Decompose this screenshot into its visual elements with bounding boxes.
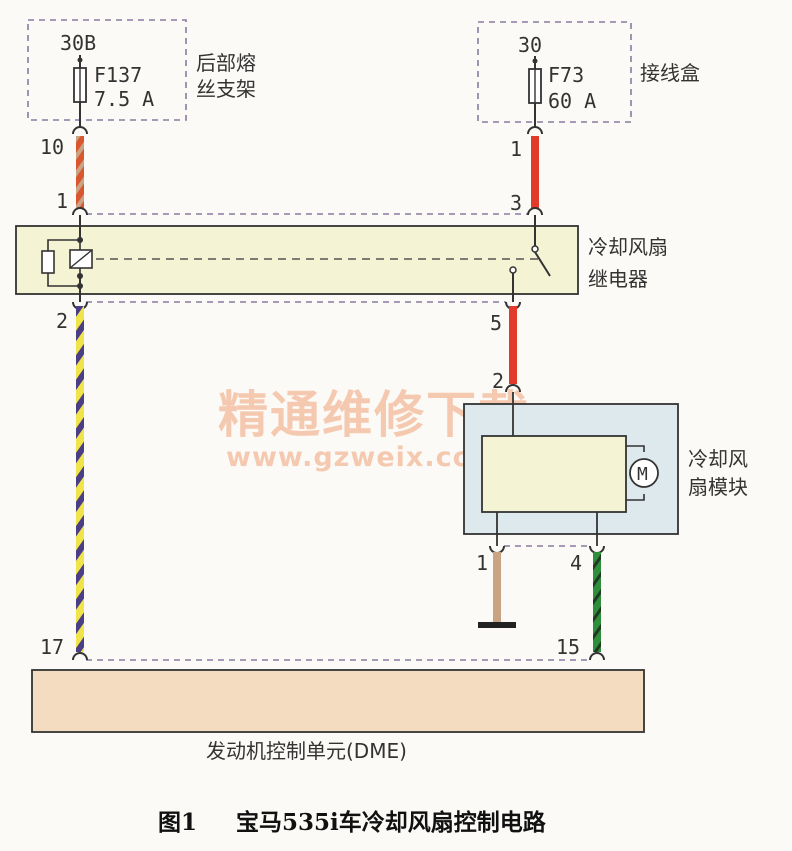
wire-brown-ground (493, 552, 501, 622)
relay-pin-label-3: 3 (510, 191, 522, 215)
motor-lead-top (626, 445, 645, 452)
fuse-f137-location-2: 丝支架 (196, 77, 256, 101)
dme-unit: 17 15 发动机控制单元(DME) (31, 635, 645, 763)
fuse-f73-id: F73 (548, 63, 584, 87)
wire-yellow-purple (76, 306, 84, 652)
watermark: 精通维修下载 www.gzweix.com (218, 386, 528, 473)
fuse-f73-terminal: 30 (518, 33, 542, 57)
fuse-f137-rating: 7.5 A (94, 87, 154, 111)
ground-symbol (478, 622, 516, 628)
relay-pin-label-2: 2 (56, 309, 68, 333)
fan-module-name-2: 扇模块 (688, 475, 748, 499)
fuse-f73-top-node (532, 58, 538, 64)
fan-controller-box (481, 435, 627, 513)
dme-pin-label-17: 17 (40, 635, 64, 659)
watermark-url: www.gzweix.com (226, 442, 501, 473)
relay-name-1: 冷却风扇 (588, 235, 668, 259)
dme-pin-15-cup (589, 652, 605, 661)
pin-label-10: 10 (40, 135, 64, 159)
fan-pin-label-4: 4 (570, 551, 582, 575)
relay-switch-contact-bottom (509, 266, 517, 274)
fan-pin-1-cup (489, 545, 505, 554)
relay-name-2: 继电器 (588, 267, 648, 291)
relay-switch-blade (534, 251, 551, 277)
dme-label: 发动机控制单元(DME) (206, 739, 407, 763)
wire-red-power (531, 136, 539, 208)
fuse-f137-id: F137 (94, 63, 142, 87)
caption-figure-number: 图1 (158, 809, 197, 836)
relay-pin-3-cup (527, 207, 543, 216)
fan-pin-label-1: 1 (476, 551, 488, 575)
motor-lead-bottom (626, 494, 645, 501)
caption-title: 宝马535i车冷却风扇控制电路 (236, 809, 547, 836)
fan-pin-label-2: 2 (492, 369, 504, 393)
fan-module-name-1: 冷却风 (688, 447, 748, 471)
figure-caption: 图1 宝马535i车冷却风扇控制电路 (158, 809, 547, 836)
fan-pin-2-cup (505, 384, 521, 393)
fuse-f137-group: 30B F137 7.5 A 后部熔 丝支架 (27, 19, 256, 121)
connector-pin-f73-1 (527, 126, 543, 135)
fuse-f73-rating: 60 A (548, 89, 596, 113)
wire-red-to-fan (509, 306, 517, 384)
relay-pin-label-5: 5 (490, 311, 502, 335)
junction-box-outline (477, 21, 632, 123)
fuse-f137-terminal: 30B (60, 31, 96, 55)
connector-pin-10 (72, 126, 88, 135)
dme-pin-17-cup (72, 652, 88, 661)
junction-box-label: 接线盒 (640, 61, 700, 85)
pin-label-f73-1: 1 (510, 137, 522, 161)
dme-pin-label-15: 15 (556, 635, 580, 659)
wires-lower (76, 306, 517, 652)
relay-pin-label-1: 1 (56, 189, 68, 213)
fuse-f137-top-node (77, 57, 83, 63)
cooling-fan-module: 2 M 冷却风 扇模块 1 4 (463, 369, 748, 652)
relay-coil-slash (69, 249, 93, 269)
relay-switch-contact-top (531, 245, 539, 253)
wires-upper: 10 1 (40, 102, 543, 208)
fan-pin-4-cup (589, 545, 605, 554)
cooling-fan-relay: 1 3 2 5 冷却风扇 继电器 (15, 189, 668, 335)
fan-motor-icon (629, 458, 659, 488)
wire-red-brown (76, 136, 84, 208)
relay-diode-resistor (41, 250, 55, 274)
wire-green-signal (593, 552, 601, 652)
fuse-f137-location-1: 后部熔 (196, 51, 256, 75)
rear-fuse-carrier-box (27, 19, 187, 121)
relay-body (15, 225, 579, 295)
fan-motor-symbol: M (637, 464, 648, 485)
fuse-f73-group: 30 F73 60 A 接线盒 (477, 21, 700, 123)
dme-body (31, 669, 645, 733)
relay-pin-1-cup (72, 207, 88, 216)
